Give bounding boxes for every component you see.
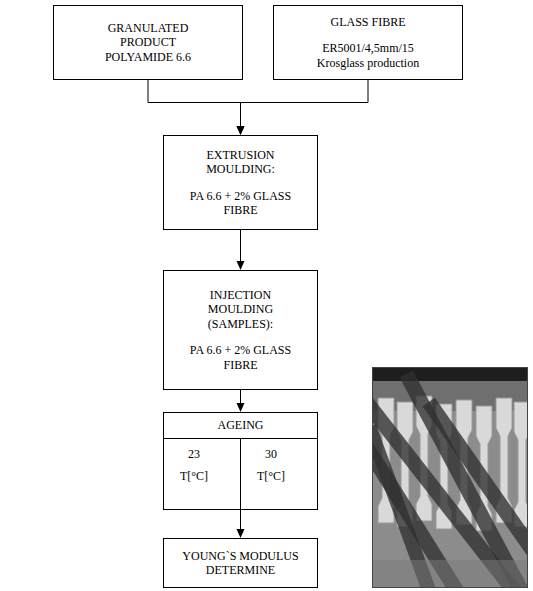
flow-arrow [237, 80, 369, 135]
flow-arrow [237, 230, 245, 270]
box-text: GLASS FIBRE [330, 15, 405, 29]
flow-arrow [237, 510, 245, 538]
arrow-head [237, 126, 245, 135]
box-text: EXTRUSION MOULDING: [195, 148, 287, 177]
arrow-head [237, 403, 245, 412]
ageing-box: AGEING23T[°C]30T[°C] [163, 412, 318, 510]
flow-arrow [237, 390, 245, 412]
box-text: ER5001/4,5mm/15 Krosglass production [303, 41, 433, 70]
box-text: T[°C] [174, 469, 214, 483]
box-text: INJECTION MOULDING (SAMPLES): [193, 288, 288, 331]
arrow-head [237, 126, 245, 135]
flow-line [240, 390, 241, 404]
flow-arrow [148, 80, 245, 135]
box-text: PA 6.6 + 2% GLASS FIBRE [180, 343, 302, 372]
process-box: EXTRUSION MOULDING: PA 6.6 + 2% GLASS FIB… [163, 135, 318, 230]
flow-line [241, 80, 369, 127]
temperature-cell: 23T[°C] [164, 439, 241, 509]
flow-line [148, 80, 241, 127]
flow-line [240, 230, 241, 262]
arrow-head [237, 261, 245, 270]
arrow-head [237, 529, 245, 538]
box-text: YOUNG`S MODULUS DETERMINE [173, 549, 308, 578]
result-box: YOUNG`S MODULUS DETERMINE [163, 538, 318, 588]
input-box: GLASS FIBRE ER5001/4,5mm/15 Krosglass pro… [273, 5, 463, 80]
flow-line [240, 510, 241, 530]
box-text: 30 [251, 447, 291, 461]
photo-content [372, 367, 528, 588]
temperature-cell: 30T[°C] [241, 439, 317, 509]
box-text: GRANULATED PRODUCT POLYAMIDE 6.6 [98, 21, 198, 64]
box-text: 23 [174, 447, 214, 461]
box-heading: AGEING [164, 413, 317, 439]
box-text: T[°C] [251, 469, 291, 483]
box-text: PA 6.6 + 2% GLASS FIBRE [180, 189, 302, 218]
process-box: INJECTION MOULDING (SAMPLES): PA 6.6 + 2%… [163, 270, 318, 390]
input-box: GRANULATED PRODUCT POLYAMIDE 6.6 [53, 5, 243, 80]
